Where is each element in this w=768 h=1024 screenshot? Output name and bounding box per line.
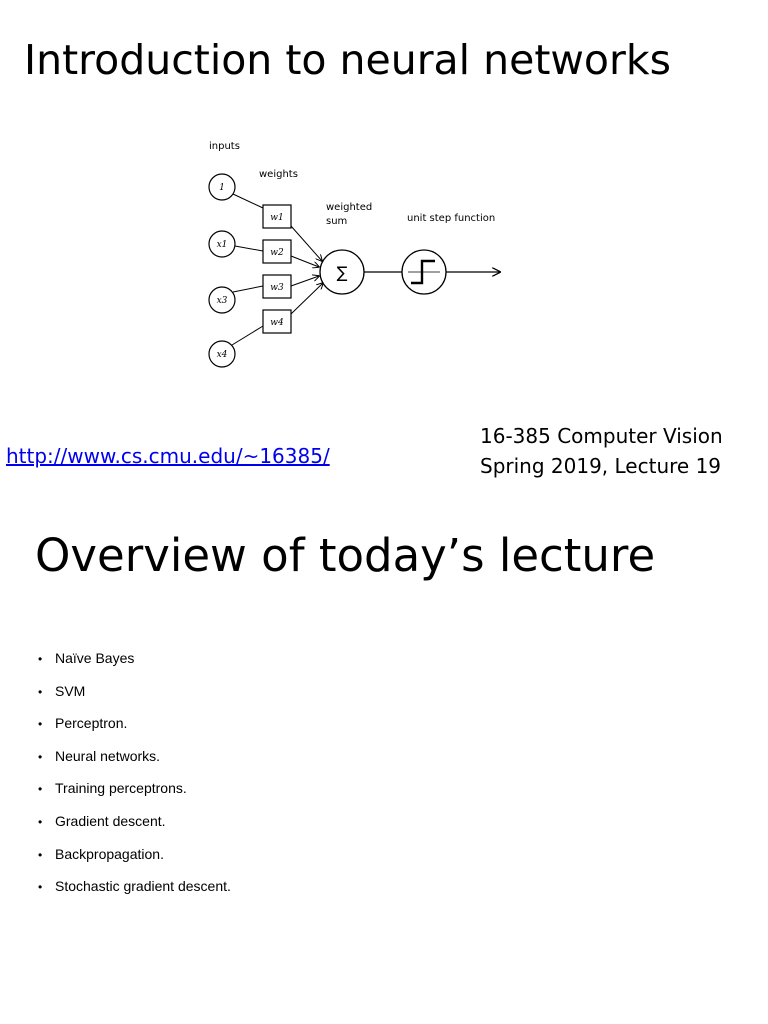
input-node-x3: x3 <box>208 286 236 314</box>
inputs-label: inputs <box>209 141 240 152</box>
list-item: • Naïve Bayes <box>38 648 231 681</box>
slide-title-overview: Overview of today’s lecture <box>35 529 656 582</box>
weight-label: w4 <box>270 318 284 328</box>
step-function-node <box>401 249 447 295</box>
list-item-text: Perceptron. <box>55 715 128 732</box>
input-node-label: 1 <box>219 183 225 193</box>
list-item-text: Stochastic gradient descent. <box>55 878 231 895</box>
weight-label: w2 <box>270 248 284 258</box>
bullet: • <box>38 814 43 829</box>
weighted-sum-label-line1: weighted <box>326 202 372 213</box>
list-item: • SVM <box>38 681 231 714</box>
bullet: • <box>38 717 43 732</box>
weighted-sum-label-line2: sum <box>326 216 347 227</box>
step-function-label: unit step function <box>407 213 495 224</box>
list-item-text: Neural networks. <box>55 747 161 764</box>
list-item-text: Training perceptrons. <box>55 780 187 797</box>
list-item-text: Backpropagation. <box>55 845 164 862</box>
course-info: 16-385 Computer Vision Spring 2019, Lect… <box>480 421 723 481</box>
list-item: • Training perceptrons. <box>38 778 231 811</box>
weight-box-w4: w4 <box>262 309 292 334</box>
input-node-label: x1 <box>217 240 228 250</box>
course-name: 16-385 Computer Vision <box>480 424 723 448</box>
input-node-1: 1 <box>208 173 236 201</box>
list-item-text: SVM <box>55 682 86 699</box>
weight-label: w3 <box>270 283 284 293</box>
input-node-x4: x4 <box>208 340 236 368</box>
slide-title-intro: Introduction to neural networks <box>24 36 671 84</box>
bullet: • <box>38 782 43 797</box>
list-item: • Neural networks. <box>38 746 231 779</box>
agenda-list: • Naïve Bayes • SVM • Perceptron. • Neural n… <box>38 648 231 909</box>
list-item-text: Gradient descent. <box>55 812 166 829</box>
sum-symbol: ∑ <box>337 263 348 282</box>
course-website-link[interactable]: http://www.cs.cmu.edu/~16385/ <box>6 444 330 468</box>
input-node-x1: x1 <box>208 230 236 258</box>
bullet: • <box>38 847 43 862</box>
weight-box-w2: w2 <box>262 239 292 264</box>
course-term-lecture: Spring 2019, Lecture 19 <box>480 454 722 478</box>
input-node-label: x3 <box>217 296 228 306</box>
bullet: • <box>38 749 43 764</box>
list-item: • Backpropagation. <box>38 844 231 877</box>
bullet: • <box>38 652 43 666</box>
perceptron-diagram: inputs weights weighted sum unit step fu… <box>208 141 515 368</box>
weights-label: weights <box>259 169 298 180</box>
list-item: • Stochastic gradient descent. <box>38 876 231 909</box>
list-item: • Perceptron. <box>38 713 231 746</box>
input-node-label: x4 <box>217 350 228 360</box>
bullet: • <box>38 684 43 699</box>
sum-node: ∑ <box>319 249 365 295</box>
weight-box-w3: w3 <box>262 274 292 299</box>
list-item: • Gradient descent. <box>38 811 231 844</box>
bullet: • <box>38 880 43 895</box>
weight-label: w1 <box>270 213 283 223</box>
weight-box-w1: w1 <box>262 204 292 229</box>
list-item-text: Naïve Bayes <box>55 650 135 666</box>
